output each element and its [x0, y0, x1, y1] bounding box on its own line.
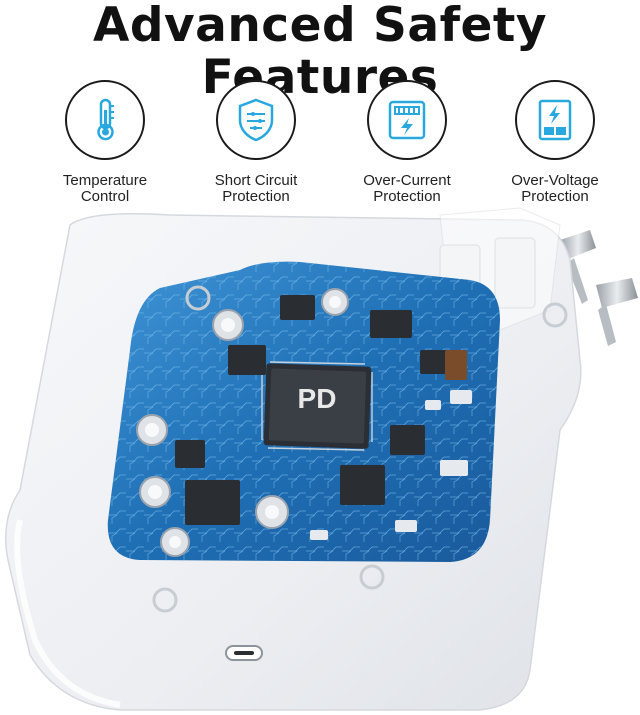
- meter-bolt-icon: [388, 100, 426, 140]
- pd-chip-label: PD: [298, 383, 337, 414]
- thermometer-icon: [97, 98, 114, 141]
- feature-short-circuit-protection: Short Circuit Protection: [181, 80, 331, 205]
- feature-label-line2: Protection: [521, 188, 589, 205]
- feature-icon-circle: [367, 80, 447, 160]
- battery-bolt-icon: [538, 99, 572, 141]
- capacitors: [136, 288, 349, 557]
- feature-label-line2: Protection: [373, 188, 441, 205]
- feature-icon-circle: [65, 80, 145, 160]
- feature-over-voltage-protection: Over-Voltage Protection: [480, 80, 630, 205]
- feature-temperature-control: Temperature Control: [30, 80, 180, 205]
- feature-icon-circle: [515, 80, 595, 160]
- usb-c-port: [225, 645, 263, 661]
- feature-label-line1: Over-Current: [363, 172, 451, 189]
- feature-over-current-protection: Over-Current Protection: [332, 80, 482, 205]
- feature-icon-circle: [216, 80, 296, 160]
- shield-circuit-icon: [238, 98, 274, 142]
- feature-label-line1: Over-Voltage: [511, 172, 599, 189]
- page-title: Advanced Safety Features: [92, 0, 548, 105]
- charger-illustration: PD: [5, 207, 638, 711]
- feature-label-line1: Temperature: [62, 172, 148, 189]
- pd-chip: PD: [261, 361, 373, 451]
- circuit-board: PD: [107, 261, 500, 562]
- feature-label-line2: Protection: [222, 188, 290, 205]
- feature-label-line1: Short Circuit: [214, 172, 298, 189]
- feature-label-line2: Control: [80, 188, 130, 205]
